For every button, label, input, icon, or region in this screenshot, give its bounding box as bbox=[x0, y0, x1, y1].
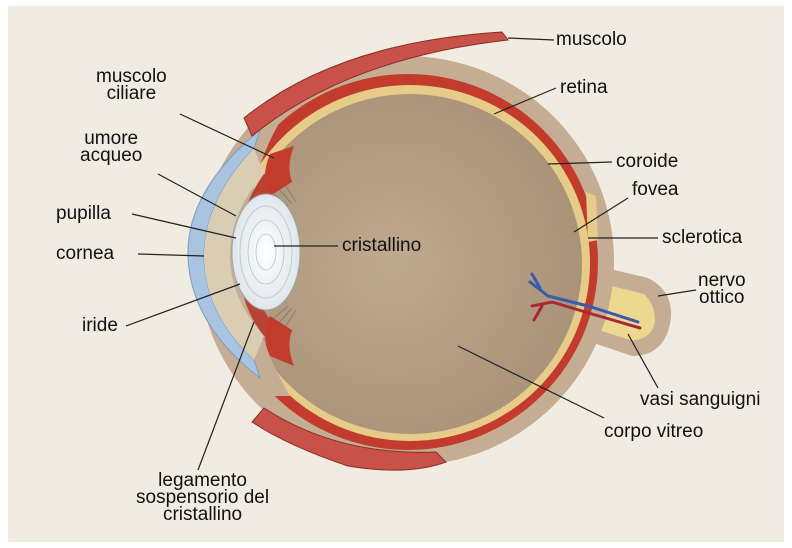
label-retina: retina bbox=[560, 78, 608, 97]
label-umore-acqueo-line2: acqueo bbox=[80, 147, 142, 164]
label-cornea: cornea bbox=[56, 244, 114, 263]
label-corpo-vitreo: corpo vitreo bbox=[604, 422, 703, 441]
label-cristallino: cristallino bbox=[342, 236, 421, 255]
label-muscolo-ciliare-line2: ciliare bbox=[96, 85, 167, 102]
label-fovea: fovea bbox=[632, 180, 678, 199]
eye-anatomy-diagram: muscolo retina coroide fovea sclerotica … bbox=[8, 6, 784, 542]
lens bbox=[232, 194, 300, 310]
label-iride: iride bbox=[82, 316, 118, 335]
label-muscolo-ciliare: muscolo ciliare bbox=[96, 68, 167, 102]
label-sclerotica: sclerotica bbox=[662, 228, 742, 247]
label-muscolo: muscolo bbox=[556, 30, 627, 49]
label-nervo-ottico-line2: ottico bbox=[698, 289, 746, 306]
label-umore-acqueo: umore acqueo bbox=[80, 130, 142, 164]
label-coroide: coroide bbox=[616, 152, 678, 171]
label-vasi-sanguigni: vasi sanguigni bbox=[640, 390, 760, 409]
label-nervo-ottico: nervo ottico bbox=[698, 272, 746, 306]
label-legamento: legamento sospensorio del cristallino bbox=[136, 472, 269, 523]
label-legamento-line3: cristallino bbox=[136, 506, 269, 523]
label-pupilla: pupilla bbox=[56, 204, 111, 223]
